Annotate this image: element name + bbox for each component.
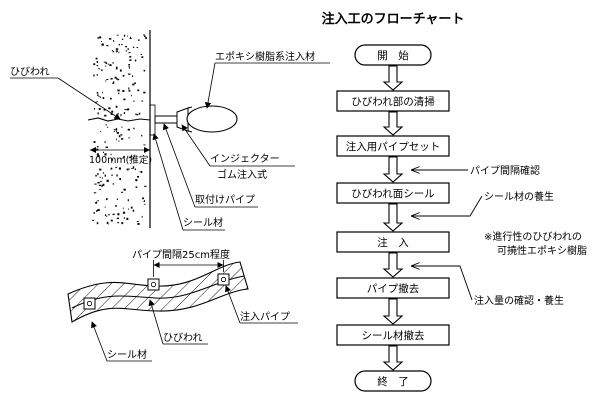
process-box xyxy=(336,135,450,157)
side-note-label: 注入量の確認・養生 xyxy=(474,294,564,307)
process-box xyxy=(336,90,450,112)
flow-step-3: 注入用パイプセット xyxy=(336,135,450,157)
flow-arrow xyxy=(382,298,404,325)
seal-layer xyxy=(149,104,156,136)
flow-step-7: シール材撤去 xyxy=(336,324,450,346)
flow-arrow xyxy=(382,111,404,136)
flow-arrow xyxy=(382,156,404,183)
terminal-box xyxy=(354,44,432,66)
injection-pipe-marker xyxy=(147,278,160,291)
epoxy-resin-label: エポキシ樹脂系注入材 xyxy=(215,50,315,63)
flow-step-5: 注 入 xyxy=(336,231,450,253)
injector-nozzle xyxy=(176,107,189,132)
side-note-label: パイプ間隔確認 xyxy=(470,164,540,177)
mounting-pipe-label: 取付けパイプ xyxy=(195,193,255,206)
flow-step-4: ひびわれ面シール xyxy=(336,182,450,204)
depth-label: 100mm(推定) xyxy=(89,154,152,166)
mounting-pipe xyxy=(154,115,178,124)
flow-step-label: 注入用パイプセット xyxy=(346,140,441,153)
side-note-3: 注入量の確認・養生 xyxy=(412,266,564,307)
flow-step-1: 開 始 xyxy=(354,44,432,66)
seal-band xyxy=(67,261,249,323)
flow-step-label: シール材撤去 xyxy=(362,329,425,342)
flow-arrow xyxy=(382,65,404,91)
terminal-box xyxy=(354,370,432,392)
plan-crack-line xyxy=(71,275,245,309)
plan-seal-label: シール材 xyxy=(107,348,147,361)
process-box xyxy=(336,324,450,346)
flow-step-8: 終 了 xyxy=(354,370,432,392)
rubber-injector xyxy=(186,105,238,133)
flow-step-label: パイプ撤去 xyxy=(367,282,420,295)
plan-pipe-label: 注入パイプ xyxy=(240,310,290,323)
cross-section-view: ひびわれ エポキシ樹脂系注入材 100mm(推定) インジェクター ゴム注入式 … xyxy=(10,30,330,231)
flow-step-2: ひびわれ部の清掃 xyxy=(336,90,450,112)
concrete-wall xyxy=(88,30,150,228)
remark-line-2: 可撓性エポキシ樹脂 xyxy=(497,244,587,257)
side-note-1: パイプ間隔確認 xyxy=(412,164,540,177)
process-box xyxy=(336,182,450,204)
seal-material-label: シール材 xyxy=(183,216,223,229)
remark-line-1: ※進行性のひびわれの xyxy=(484,230,582,243)
flow-arrow xyxy=(382,203,404,232)
plan-view: パイプ間隔25cm程度 ひびわれ 注入パイプ シール材 xyxy=(67,248,298,362)
flow-step-label: ひびわれ部の清掃 xyxy=(351,95,434,108)
crack-label: ひびわれ xyxy=(10,66,50,78)
flow-arrow xyxy=(382,252,404,278)
process-box xyxy=(336,277,450,299)
plan-crack-label: ひびわれ xyxy=(163,332,203,344)
rubber-injector-label: ゴム注入式 xyxy=(217,168,267,181)
flow-step-label: 終 了 xyxy=(377,375,409,388)
side-note-arrow xyxy=(412,266,473,301)
flow-step-label: 開 始 xyxy=(377,49,409,62)
diagram-title: 注入工のフローチャート xyxy=(322,11,465,27)
side-note-arrow xyxy=(412,195,483,216)
pipe-spacing-label: パイプ間隔25cm程度 xyxy=(132,248,230,261)
flow-arrow xyxy=(382,345,404,371)
side-note-2: シール材の養生 xyxy=(412,190,554,216)
flow-step-label: ひびわれ面シール xyxy=(351,188,434,200)
flow-step-label: 注 入 xyxy=(377,236,409,249)
flow-step-6: パイプ撤去 xyxy=(336,277,450,299)
injection-pipe-marker xyxy=(217,273,230,286)
side-note-label: シール材の養生 xyxy=(484,190,554,203)
injector-label: インジェクター xyxy=(210,153,280,165)
injection-pipe-marker xyxy=(83,297,96,310)
process-box xyxy=(336,231,450,253)
